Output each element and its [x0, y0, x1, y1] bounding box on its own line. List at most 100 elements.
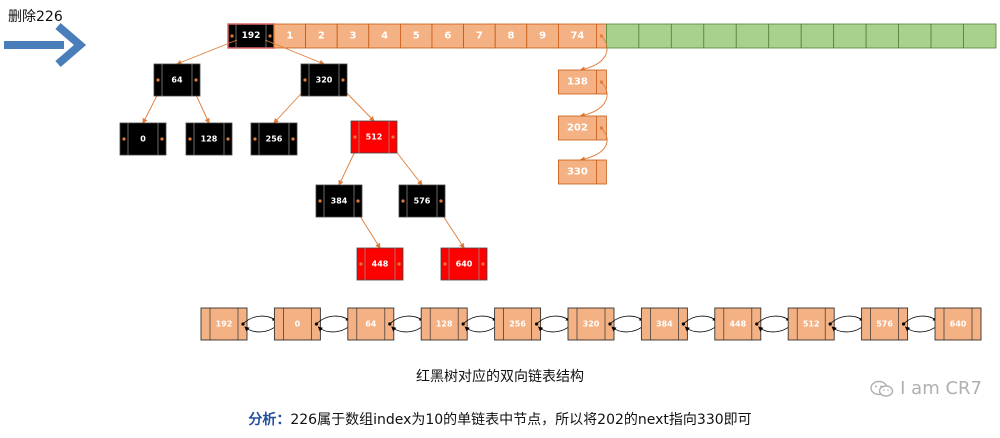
array-cell: [336, 23, 370, 49]
array-empty-cell: [930, 23, 964, 49]
list-prev-arrow: [684, 323, 720, 333]
array-empty-cell: [768, 23, 802, 49]
tree-node-label: 256: [266, 135, 283, 144]
tree-node-label: 320: [316, 76, 333, 85]
tree-left-pointer: [230, 34, 234, 38]
array-empty-cell: [638, 23, 672, 49]
tree-right-pointer: [391, 135, 395, 139]
array-cell: [463, 23, 496, 49]
tree-right-pointer: [397, 262, 401, 266]
analysis-label: 分析：: [248, 412, 291, 428]
array-cell: [368, 23, 401, 49]
array-index-label: 1: [286, 31, 293, 42]
list-next-arrow: [829, 315, 865, 325]
wechat-icon: [870, 380, 894, 397]
list-node-label: 512: [803, 320, 820, 329]
list-prev-arrow: [391, 323, 426, 333]
bucket-next-dot: [599, 80, 604, 84]
tree-node-label: 448: [372, 260, 389, 269]
array-index-label: 9: [539, 31, 546, 42]
list-prev-arrow: [317, 323, 353, 333]
tree-right-pointer: [341, 78, 345, 82]
diagram-caption: 红黑树对应的双向链表结构: [416, 369, 584, 385]
array-index-label: 5: [413, 31, 420, 42]
tree-left-pointer: [318, 199, 322, 203]
list-node-label: 256: [509, 320, 526, 329]
list-node: [420, 307, 468, 341]
tree-left-pointer: [156, 78, 160, 82]
bucket-next-dot: [599, 126, 604, 130]
tree-right-pointer: [291, 137, 295, 141]
list-node: [787, 307, 835, 341]
bucket-head-label: 74: [570, 31, 584, 42]
list-next-arrow: [903, 315, 938, 325]
list-node: [714, 307, 762, 341]
tree-left-pointer: [303, 78, 307, 82]
tree-right-pointer: [481, 262, 485, 266]
array-empty-cell: [898, 23, 932, 49]
list-node-label: 128: [436, 320, 453, 329]
array-index-label: 6: [444, 31, 451, 42]
array-cell: [305, 23, 338, 49]
array-index-label: 2: [318, 31, 325, 42]
list-prev-arrow: [611, 323, 646, 333]
array-index-label: 4: [381, 31, 388, 42]
tree-right-pointer: [356, 199, 360, 203]
list-node: [640, 307, 688, 341]
array-index-label: 7: [476, 31, 483, 42]
list-next-arrow: [389, 315, 424, 325]
bucket-node: [558, 159, 607, 185]
analysis-text: 分析：226属于数组index为10的单链表中节点，所以将202的next指向3…: [0, 409, 1000, 429]
bucket-node: [558, 69, 607, 95]
tree-node-label: 0: [140, 135, 146, 144]
array-empty-cell: [833, 23, 867, 49]
bucket-node-label: 138: [567, 77, 588, 88]
list-prev-arrow: [537, 323, 573, 333]
tree-node-label: 384: [331, 197, 348, 206]
watermark: I am CR7: [870, 378, 982, 399]
tree-right-pointer: [226, 137, 230, 141]
list-node-label: 192: [216, 320, 233, 329]
list-node: [934, 307, 982, 341]
tree-left-pointer: [443, 262, 447, 266]
tree-left-pointer: [253, 137, 257, 141]
tree-left-pointer: [353, 135, 357, 139]
bucket-next-dot: [599, 34, 604, 38]
tree-node-label: 576: [414, 197, 431, 206]
list-prev-arrow: [831, 323, 866, 333]
list-node-label: 64: [365, 320, 377, 329]
bucket-next-arrow: [579, 35, 608, 72]
array-empty-cell: [703, 23, 737, 49]
array-head-label: 192: [242, 31, 261, 41]
array-empty-cell: [800, 23, 835, 49]
bucket-head-cell: [558, 23, 607, 49]
list-node-label: 448: [729, 320, 746, 329]
big-arrow-head: [55, 22, 87, 68]
tree-edge: [264, 39, 325, 65]
list-prev-arrow: [758, 323, 793, 333]
bucket-next-arrow: [579, 127, 608, 162]
big-arrow-shaft: [4, 41, 64, 49]
watermark-text: I am CR7: [900, 378, 982, 399]
list-node: [200, 307, 248, 341]
list-next-arrow: [462, 315, 498, 325]
tree-edge: [176, 39, 238, 65]
array-index-label: 3: [350, 31, 357, 42]
array-cell: [273, 23, 307, 49]
tree-node-label: 64: [171, 76, 183, 85]
list-node: [273, 307, 321, 341]
bucket-node: [558, 115, 607, 141]
tree-node-label: 512: [366, 133, 383, 142]
array-empty-cell: [606, 23, 640, 49]
array-empty-cell: [865, 23, 900, 49]
list-node: [567, 307, 615, 341]
list-next-arrow: [536, 315, 571, 325]
tree-right-pointer: [439, 199, 443, 203]
array-cell: [399, 23, 433, 49]
list-node-label: 576: [876, 320, 893, 329]
list-node: [347, 307, 395, 341]
page-title: 删除226: [8, 9, 63, 25]
list-next-arrow: [683, 315, 718, 325]
